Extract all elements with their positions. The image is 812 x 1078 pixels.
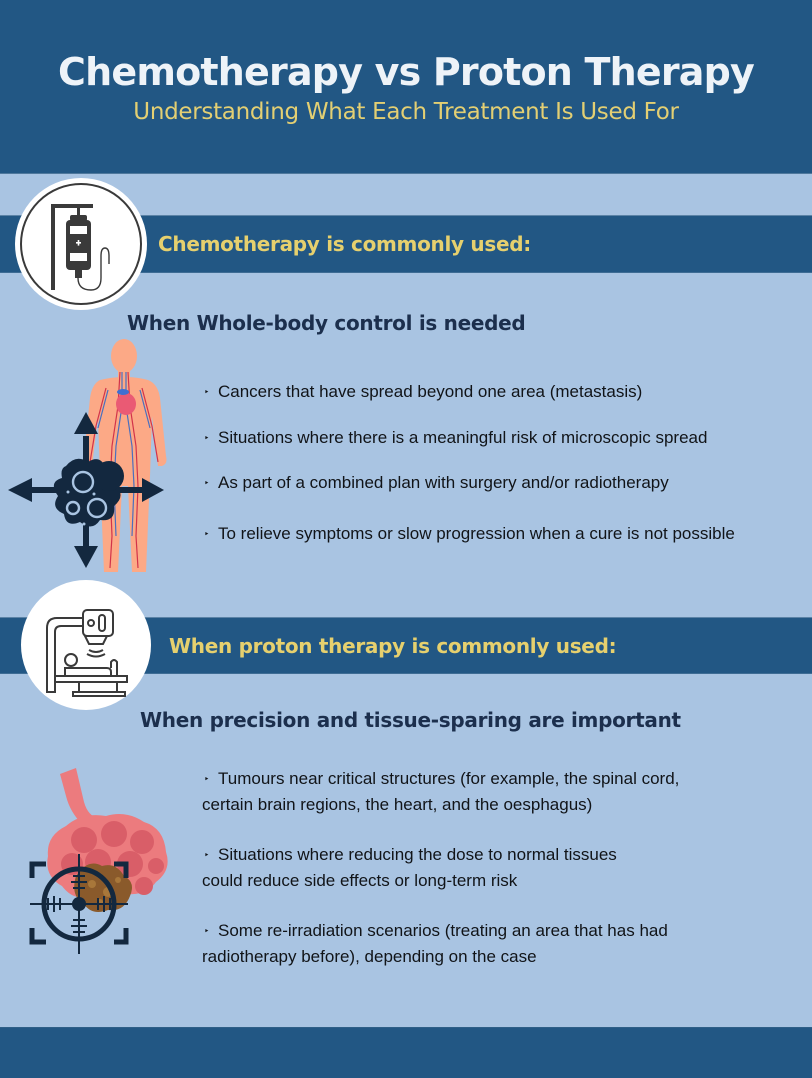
bullet-arrow-icon: ‣	[204, 774, 210, 784]
metastasis-body-icon	[8, 339, 167, 572]
bullet-arrow-icon: ‣	[204, 529, 210, 539]
page-subtitle: Understanding What Each Treatment Is Use…	[133, 99, 679, 125]
footer-bar	[0, 1027, 812, 1078]
bullet-arrow-icon: ‣	[204, 850, 210, 860]
radiotherapy-machine-icon-badge	[21, 580, 151, 710]
page-title: Chemotherapy vs Proton Therapy	[58, 50, 755, 94]
iv-drip-icon-badge	[15, 178, 147, 310]
bullet-arrow-icon: ‣	[204, 387, 210, 397]
header: Chemotherapy vs Proton Therapy Understan…	[0, 0, 812, 174]
proton-therapy-bullet: ‣Situations where reducing the dose to n…	[202, 845, 617, 890]
chemotherapy-bullet: ‣To relieve symptoms or slow progression…	[202, 521, 735, 547]
chemotherapy-bullet: ‣As part of a combined plan with surgery…	[202, 470, 669, 496]
bullet-arrow-icon: ‣	[204, 478, 210, 488]
proton-therapy-subheading: When precision and tissue-sparing are im…	[140, 708, 681, 732]
chemotherapy-subheading: When Whole-body control is needed	[127, 311, 526, 335]
radiotherapy-machine-icon	[46, 609, 128, 697]
bullet-arrow-icon: ‣	[204, 926, 210, 936]
iv-drip-icon	[20, 183, 142, 305]
targeted-tumour-icon	[29, 768, 168, 954]
proton-therapy-banner-label: When proton therapy is commonly used:	[169, 633, 617, 658]
chemotherapy-bullet: ‣Cancers that have spread beyond one are…	[202, 379, 642, 405]
proton-therapy-bullet: ‣Tumours near critical structures (for e…	[202, 769, 680, 814]
chemotherapy-banner-label: Chemotherapy is commonly used:	[158, 232, 531, 256]
proton-therapy-bullet: ‣Some re-irradiation scenarios (treating…	[202, 921, 668, 966]
chemotherapy-bullet: ‣Situations where there is a meaningful …	[202, 425, 707, 451]
bullet-arrow-icon: ‣	[204, 433, 210, 443]
